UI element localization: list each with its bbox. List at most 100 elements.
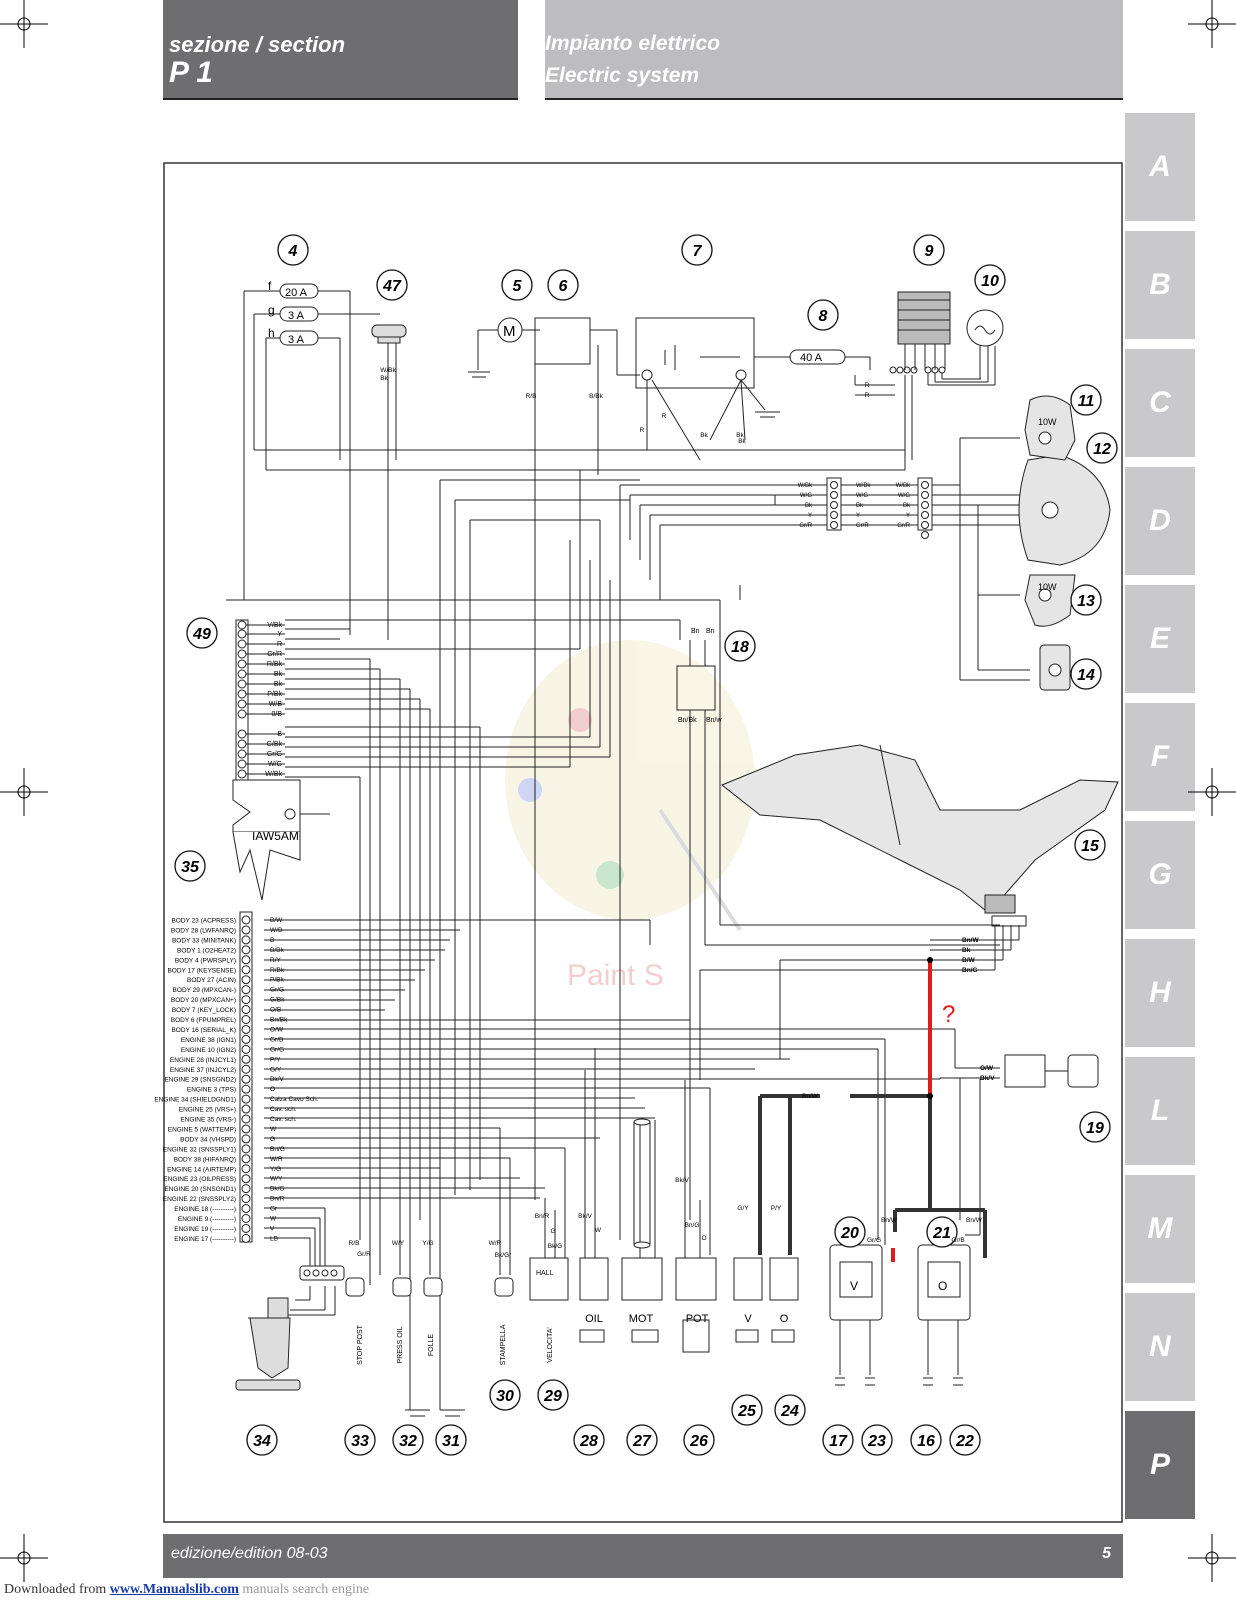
watermark-text: Paint S bbox=[567, 959, 664, 992]
connector-49-wire-label: G/Bk bbox=[266, 741, 282, 748]
ecu-pin-name: ENGINE 35 (VRS-) bbox=[180, 1117, 236, 1124]
connector-12-left-label: Bk bbox=[805, 503, 813, 509]
callout-circle bbox=[949, 1424, 981, 1456]
ecu-pin-name: ENGINE 9 (----------) bbox=[178, 1216, 236, 1223]
section-tab-b[interactable]: B bbox=[1125, 231, 1195, 339]
connector-19-wire-label: Bk/V bbox=[980, 1075, 995, 1082]
callout-circle bbox=[731, 1394, 763, 1426]
ecu-pin-name: ENGINE 28 (INJCYL1) bbox=[170, 1057, 236, 1064]
component-number: 33 bbox=[351, 1433, 369, 1450]
ecu-pin bbox=[241, 1194, 251, 1204]
ecu-pin-name: ENGINE 3 (TPS) bbox=[187, 1087, 236, 1094]
connector-49-wire-label: B bbox=[277, 731, 282, 738]
wire-color-label: Gr/R bbox=[357, 1251, 371, 1258]
section-code: P 1 bbox=[169, 56, 213, 89]
sensor-label: O bbox=[780, 1313, 789, 1325]
section-tab-c[interactable]: C bbox=[1125, 349, 1195, 457]
section-tab-n[interactable]: N bbox=[1125, 1293, 1195, 1401]
fuse-g-rating: 3 A bbox=[288, 310, 305, 322]
section-tab-a[interactable]: A bbox=[1125, 113, 1195, 221]
connector-49-pin bbox=[237, 709, 247, 719]
ecu-pin-wire-color: G/Bk bbox=[270, 997, 285, 1004]
connector-15-wire-label: B/W bbox=[962, 957, 976, 964]
connector-49-wire-label: Gr/G bbox=[267, 751, 282, 758]
component-number: 11 bbox=[1078, 393, 1095, 410]
component-number: 7 bbox=[693, 243, 703, 260]
ecu-pin bbox=[241, 1084, 251, 1094]
ecu-pin-wire-color: Bk/G bbox=[270, 1186, 284, 1193]
callout-circle bbox=[1079, 1111, 1111, 1143]
ecu-pin bbox=[241, 985, 251, 995]
ecu-pin bbox=[241, 1044, 251, 1054]
component-number: 6 bbox=[559, 278, 568, 295]
ecu-pin-name: BODY 6 (FPUMPREL) bbox=[171, 1017, 236, 1024]
component-number: 24 bbox=[780, 1403, 799, 1420]
ecu-pin-name: ENGINE 19 (----------) bbox=[174, 1226, 236, 1233]
connector-49-pin bbox=[237, 689, 247, 699]
ecu-pin-name: ENGINE 34 (SHIELDGND1) bbox=[154, 1097, 236, 1104]
ecu-pin-name: BODY 4 (PWRSPLY) bbox=[175, 957, 236, 964]
sensor-label: POT bbox=[686, 1313, 709, 1325]
page-footer: edizione/edition 08-03 5 bbox=[163, 1534, 1123, 1578]
connector-49-pin bbox=[237, 769, 247, 779]
download-note: Downloaded from www.Manualslib.com manua… bbox=[4, 1582, 369, 1598]
connector-12-left-label: Y bbox=[808, 513, 812, 519]
ecu-pin-name: ENGINE 20 (SNSGND1) bbox=[164, 1186, 236, 1193]
ecu-pin-name: BODY 23 (ACPRESS) bbox=[171, 918, 236, 925]
component-number: 31 bbox=[442, 1433, 460, 1450]
ecu-pin bbox=[241, 1054, 251, 1064]
ecu-pin-wire-color: Calza Cavo Sch. bbox=[270, 1096, 319, 1103]
section-tab-m[interactable]: M bbox=[1125, 1175, 1195, 1283]
ecu-pin-wire-color: Gr bbox=[270, 1206, 278, 1213]
wire-color-label: Bk bbox=[738, 438, 746, 445]
ecu-35 bbox=[232, 779, 301, 901]
section-tab-e[interactable]: E bbox=[1125, 585, 1195, 693]
ecu-pin-name: ENGINE 10 (IGN2) bbox=[181, 1047, 236, 1054]
section-tab-p[interactable]: P bbox=[1125, 1411, 1195, 1519]
ecu-pin-name: ENGINE 25 (VRS+) bbox=[179, 1107, 236, 1114]
callout-circle bbox=[834, 1216, 866, 1248]
callout-circle bbox=[774, 1394, 806, 1426]
ecu-pin-wire-color: B/Bk bbox=[270, 947, 284, 954]
connector-49: V/BkYRGr/RR/BkBkBkP/BkW/B0/BBG/BkGr/GW/G… bbox=[235, 619, 285, 791]
ecu-pin bbox=[241, 1154, 251, 1164]
ecu-pin-wire-color: B/W bbox=[270, 917, 283, 924]
callout-circle bbox=[174, 850, 206, 882]
ecu-pin-wire-color: R/Bk bbox=[270, 967, 285, 974]
connector-49-wire-label: R/Bk bbox=[267, 661, 283, 668]
fuel-tank bbox=[721, 744, 1119, 914]
wire-color-label: R/B bbox=[349, 1240, 360, 1247]
section-tab-d[interactable]: D bbox=[1125, 467, 1195, 575]
callout-circle bbox=[1070, 658, 1102, 690]
ecu-pin-name: BODY 1 (O2HEAT2) bbox=[177, 947, 236, 954]
wire-color-label: O bbox=[701, 1235, 706, 1242]
ecu-pin bbox=[241, 935, 251, 945]
ecu-pin bbox=[241, 1005, 251, 1015]
ecu-pin bbox=[241, 1015, 251, 1024]
bulb-13-label: 10W bbox=[1038, 582, 1057, 592]
component-number: 49 bbox=[192, 626, 211, 643]
callout-circle bbox=[861, 1424, 893, 1456]
section-tab-f[interactable]: F bbox=[1125, 703, 1195, 811]
component-number: 19 bbox=[1086, 1120, 1104, 1137]
component-number: 18 bbox=[731, 639, 749, 656]
ecu-pin bbox=[241, 1204, 251, 1214]
ecu-pin-wire-color: Bn/R bbox=[270, 1196, 285, 1203]
component-number: 9 bbox=[925, 243, 934, 260]
ecu-pin-wire-color: Gr/G bbox=[270, 1046, 284, 1053]
ecu-pin-wire-color: O/B bbox=[270, 1007, 281, 1014]
wire-color-label: P/Y bbox=[771, 1205, 782, 1212]
component-number: 30 bbox=[496, 1388, 514, 1405]
ecu-pin-wire-color: R/Y bbox=[270, 957, 282, 964]
section-tab-h[interactable]: H bbox=[1125, 939, 1195, 1047]
manualslib-link[interactable]: www.Manualslib.com bbox=[109, 1582, 239, 1597]
section-tab-l[interactable]: L bbox=[1125, 1057, 1195, 1165]
connector-49-pin bbox=[237, 659, 247, 669]
wire-color-label: G/Y bbox=[737, 1205, 749, 1212]
wire-color-label: Bk/V bbox=[675, 1177, 689, 1184]
section-tab-g[interactable]: G bbox=[1125, 821, 1195, 929]
connector-12-left-label: W/Bk bbox=[798, 483, 813, 489]
